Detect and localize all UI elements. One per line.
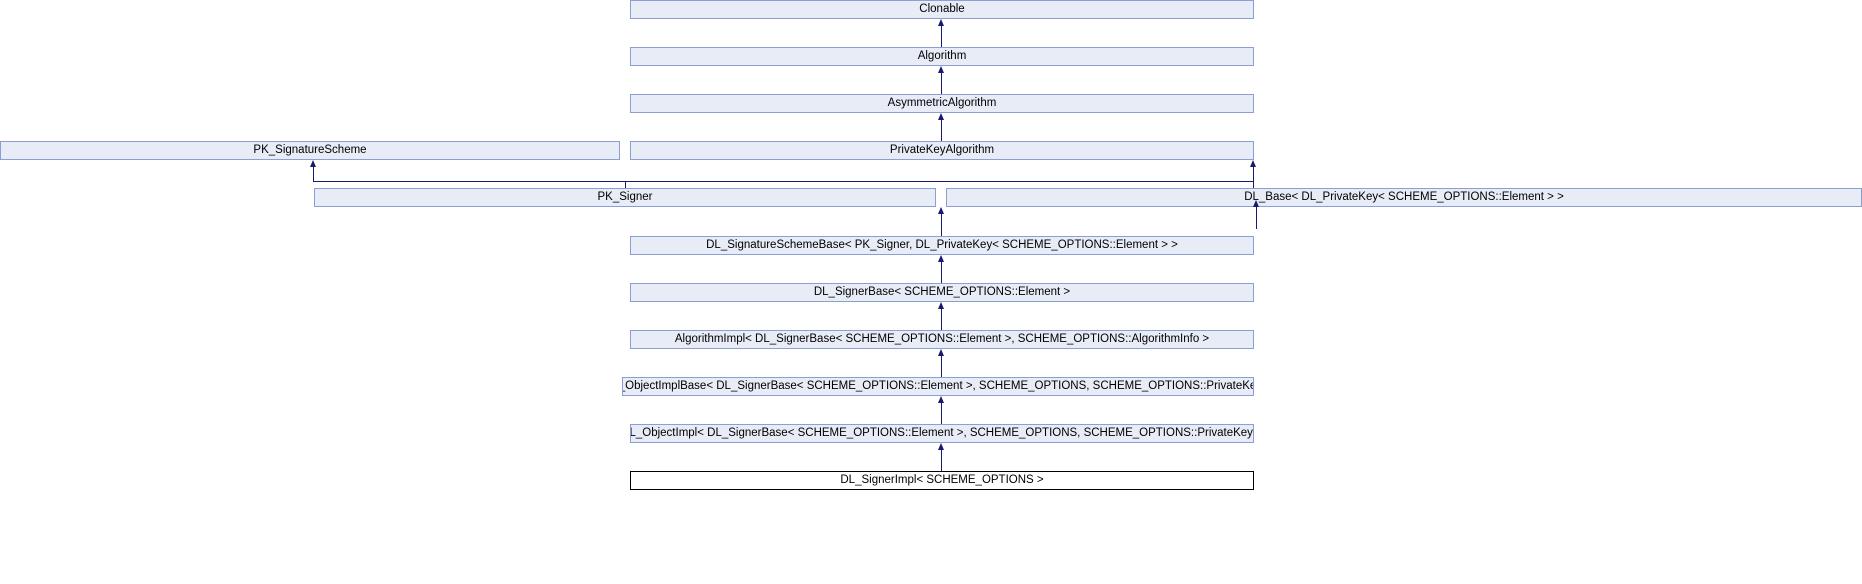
node-algorithm[interactable]: Algorithm: [630, 47, 1254, 66]
node-asymmetric-algorithm[interactable]: AsymmetricAlgorithm: [630, 94, 1254, 113]
node-label: DL_Base< DL_PrivateKey< SCHEME_OPTIONS::…: [1244, 190, 1564, 203]
edge-algorithm-to-clonable: [941, 26, 942, 47]
arrow-head: [938, 66, 944, 73]
node-label: AsymmetricAlgorithm: [887, 96, 997, 109]
arrow-head: [938, 207, 944, 214]
arrow-head: [938, 396, 944, 403]
edge-pksigner-to-privatekeyalg-vert: [1253, 167, 1254, 181]
edge-pksigner-to-pksignaturescheme-horz: [313, 181, 626, 182]
node-algorithm-impl[interactable]: AlgorithmImpl< DL_SignerBase< SCHEME_OPT…: [630, 330, 1254, 349]
node-dl-object-impl[interactable]: DL_ObjectImpl< DL_SignerBase< SCHEME_OPT…: [630, 424, 1254, 443]
edge-algorithmimpl-to-dlsignerbase: [941, 309, 942, 330]
arrow-head: [938, 302, 944, 309]
node-label: PK_SignatureScheme: [253, 143, 367, 156]
node-pk-signer[interactable]: PK_Signer: [314, 188, 936, 207]
edge-dloi-to-dloib: [941, 403, 942, 424]
node-dl-signature-scheme-base[interactable]: DL_SignatureSchemeBase< PK_Signer, DL_Pr…: [630, 236, 1254, 255]
node-label: AlgorithmImpl< DL_SignerBase< SCHEME_OPT…: [674, 332, 1210, 345]
node-label: PK_Signer: [597, 190, 653, 203]
node-label: PrivateKeyAlgorithm: [889, 143, 995, 156]
arrow-head: [938, 19, 944, 26]
arrow-head: [938, 255, 944, 262]
arrow-head: [310, 160, 316, 167]
edge-dlssb-to-pksigner: [941, 214, 942, 236]
arrow-head: [938, 443, 944, 450]
edge-dlbase-riser: [1253, 181, 1254, 188]
arrow-head: [938, 349, 944, 356]
arrow-head: [1250, 160, 1256, 167]
edge-privatekeyalg-to-asymmetric: [941, 120, 942, 141]
node-label: DL_ObjectImplBase< DL_SignerBase< SCHEME…: [622, 379, 1254, 392]
node-label: Clonable: [919, 2, 965, 15]
node-label: DL_SignerBase< SCHEME_OPTIONS::Element >: [813, 285, 1071, 298]
arrow-head: [1253, 200, 1259, 207]
edge-dloib-to-algorithmimpl: [941, 356, 942, 377]
arrow-head: [938, 113, 944, 120]
node-private-key-algorithm[interactable]: PrivateKeyAlgorithm: [630, 141, 1254, 160]
node-label: DL_SignatureSchemeBase< PK_Signer, DL_Pr…: [706, 238, 1178, 251]
edge-dlsignerbase-to-dlssb: [941, 262, 942, 283]
node-clonable[interactable]: Clonable: [630, 0, 1254, 19]
edge-pksigner-to-pksignaturescheme-vert: [313, 167, 314, 181]
edge-dlsignerimpl-to-dloi: [941, 450, 942, 471]
node-pk-signature-scheme[interactable]: PK_SignatureScheme: [0, 141, 620, 160]
node-dl-signer-impl[interactable]: DL_SignerImpl< SCHEME_OPTIONS >: [630, 471, 1254, 490]
node-dl-object-impl-base[interactable]: DL_ObjectImplBase< DL_SignerBase< SCHEME…: [622, 377, 1254, 396]
node-label: DL_SignerImpl< SCHEME_OPTIONS >: [840, 473, 1044, 486]
node-dl-signer-base[interactable]: DL_SignerBase< SCHEME_OPTIONS::Element >: [630, 283, 1254, 302]
edge-pksigner-riser: [625, 181, 626, 188]
node-label: DL_ObjectImpl< DL_SignerBase< SCHEME_OPT…: [630, 426, 1254, 439]
node-dl-base[interactable]: DL_Base< DL_PrivateKey< SCHEME_OPTIONS::…: [946, 188, 1862, 207]
edge-pksigner-to-privatekeyalg-horz: [625, 181, 1254, 182]
edge-asymmetric-to-algorithm: [941, 73, 942, 94]
edge-dlssb-to-dlbase: [1256, 207, 1257, 229]
node-label: Algorithm: [917, 49, 967, 62]
